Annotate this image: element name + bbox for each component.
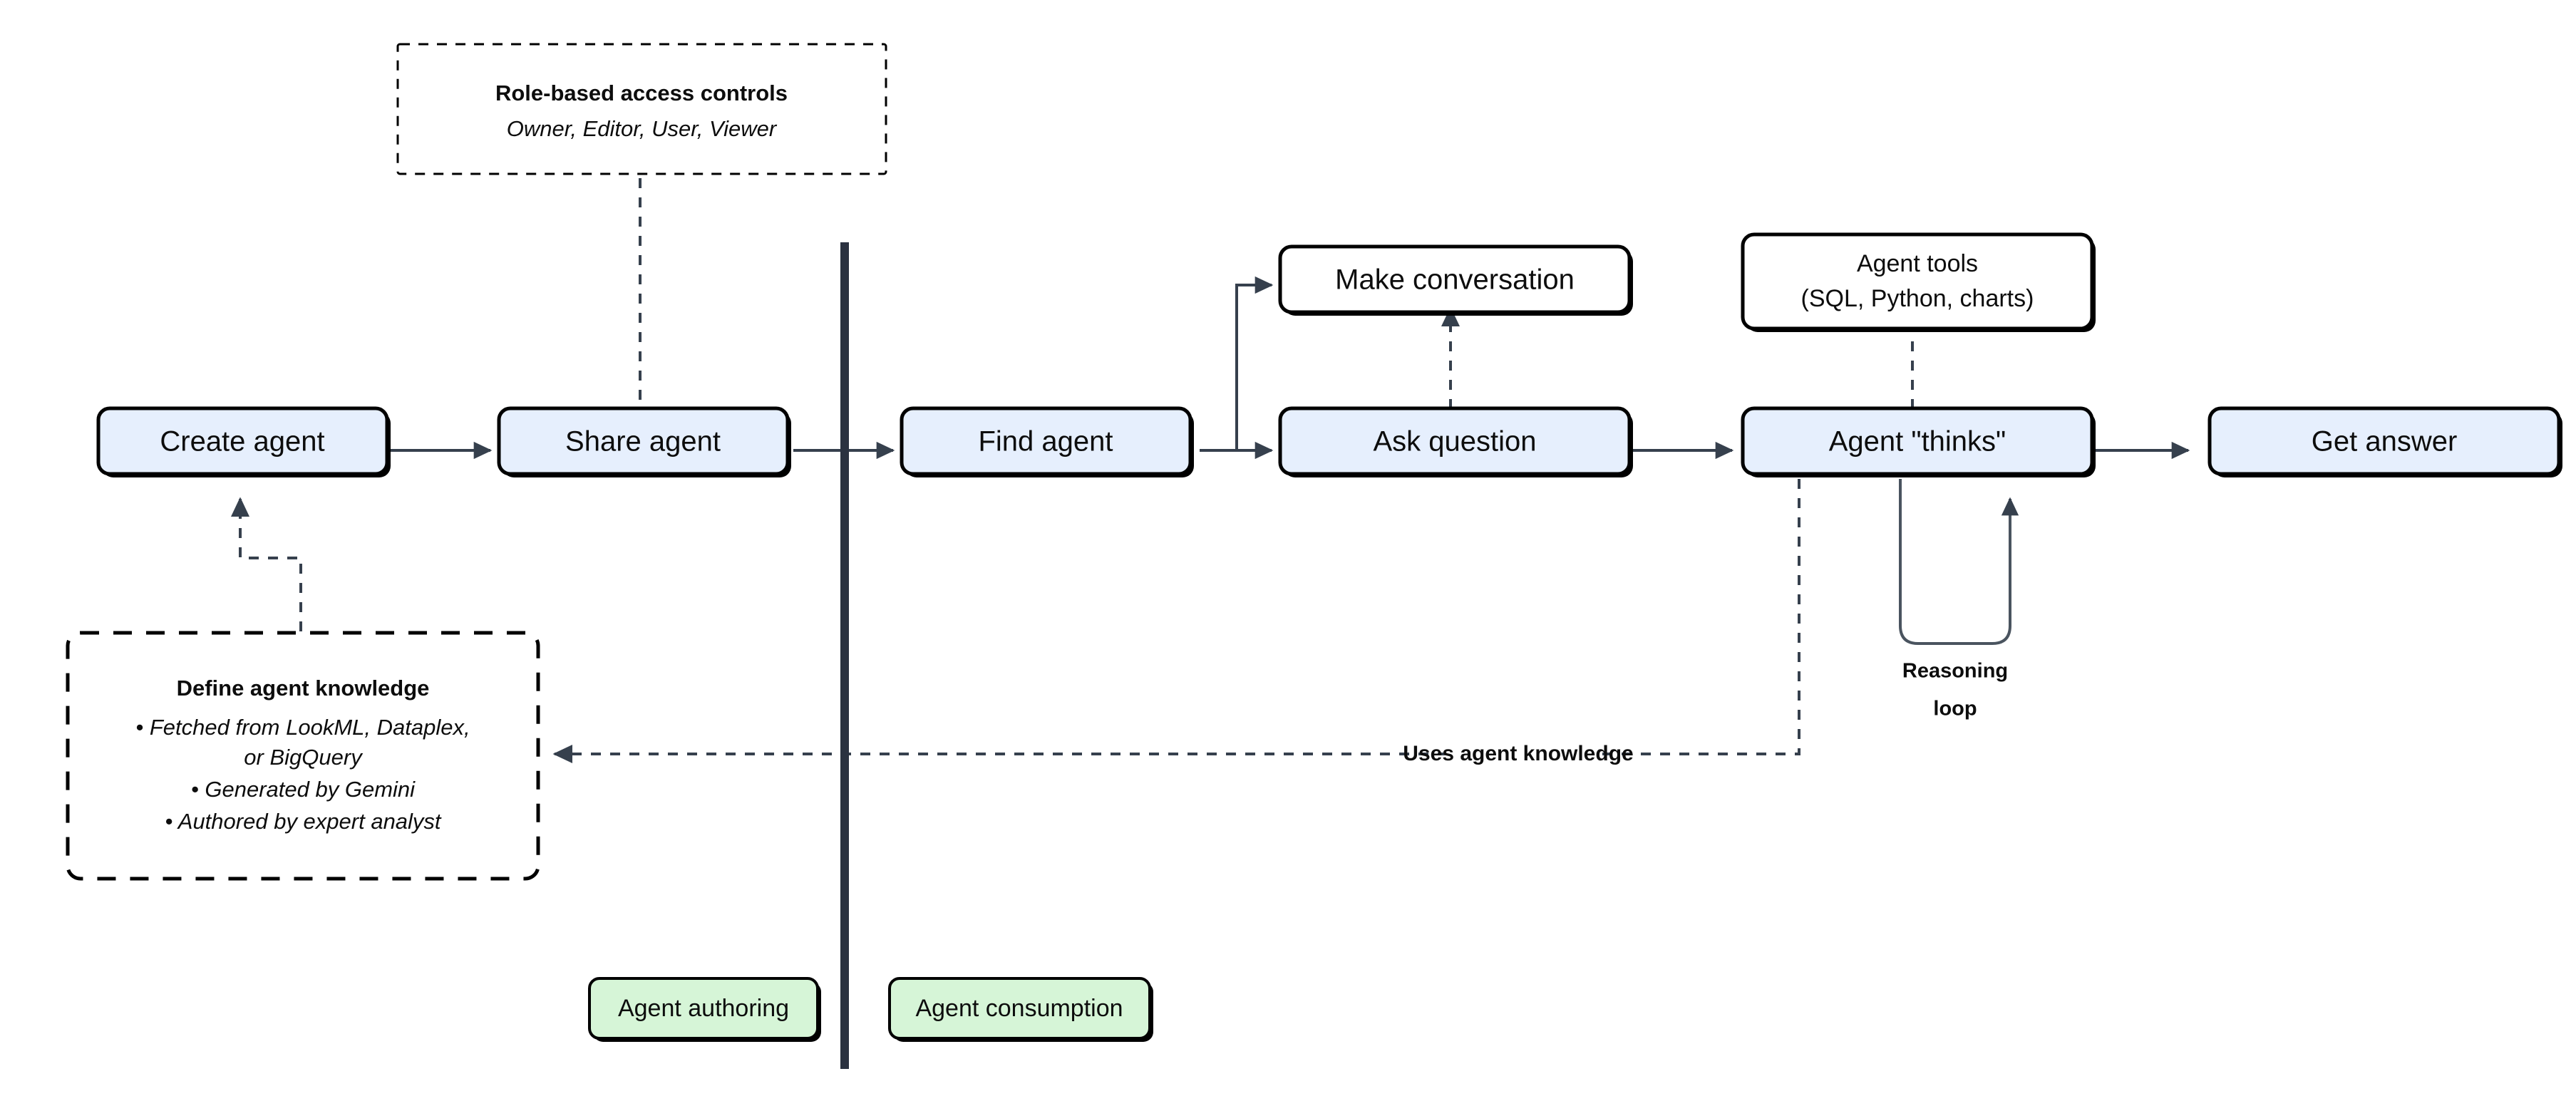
node-ask-question-label: Ask question [1373, 426, 1536, 458]
node-agent-thinks[interactable]: Agent "thinks" [1741, 406, 2096, 477]
reasoning-loop-line-1: Reasoning [1902, 660, 2008, 683]
node-share-agent-label: Share agent [565, 426, 721, 458]
rbac-note-subtitle: Owner, Editor, User, Viewer [507, 116, 778, 141]
node-make-conversation[interactable]: Make conversation [1278, 244, 1633, 316]
node-agent-tools-label-line-1: Agent tools [1857, 250, 1978, 277]
label-reasoning-loop: Reasoning loop [1902, 660, 2008, 720]
legend-agent-consumption[interactable]: Agent consumption [888, 977, 1153, 1042]
node-agent-tools-label-line-2: (SQL, Python, charts) [1801, 285, 2034, 312]
edge-find-to-make-conversation [1235, 276, 1274, 450]
label-uses-agent-knowledge: Uses agent knowledge [1403, 735, 1634, 772]
node-get-answer-label: Get answer [2312, 426, 2458, 458]
edge-uses-knowledge-right [1589, 479, 1800, 755]
legend-agent-authoring-label: Agent authoring [618, 995, 789, 1022]
knowledge-note-title: Define agent knowledge [177, 676, 430, 701]
node-ask-question[interactable]: Ask question [1278, 406, 1633, 477]
node-make-conversation-label: Make conversation [1335, 264, 1575, 296]
note-define-agent-knowledge: Define agent knowledge • Fetched from Lo… [66, 631, 540, 881]
knowledge-note-bullet-1: or BigQuery [244, 745, 364, 770]
legend-agent-consumption-label: Agent consumption [915, 995, 1123, 1022]
note-role-based-access-controls: Role-based access controls Owner, Editor… [396, 43, 887, 175]
node-share-agent[interactable]: Share agent [497, 406, 791, 477]
knowledge-note-bullet-0: • Fetched from LookML, Dataplex, [135, 715, 470, 740]
svg-text:Uses agent knowledge: Uses agent knowledge [1403, 742, 1633, 765]
knowledge-note-bullet-2: • Generated by Gemini [191, 777, 416, 802]
knowledge-note-bullet-3: • Authored by expert analyst [165, 809, 441, 834]
node-find-agent-label: Find agent [978, 426, 1113, 458]
node-create-agent[interactable]: Create agent [96, 406, 391, 477]
node-get-answer[interactable]: Get answer [2207, 406, 2562, 477]
legend-agent-authoring[interactable]: Agent authoring [588, 977, 821, 1042]
edge-reasoning-loop [1899, 479, 2019, 645]
node-agent-thinks-label: Agent "thinks" [1829, 426, 2006, 458]
node-find-agent[interactable]: Find agent [900, 406, 1194, 477]
reasoning-loop-line-2: loop [1933, 698, 1977, 720]
node-agent-tools[interactable]: Agent tools (SQL, Python, charts) [1741, 232, 2096, 332]
node-create-agent-label: Create agent [160, 426, 324, 458]
rbac-note-title: Role-based access controls [495, 81, 788, 105]
edge-knowledge-to-create [231, 497, 302, 631]
